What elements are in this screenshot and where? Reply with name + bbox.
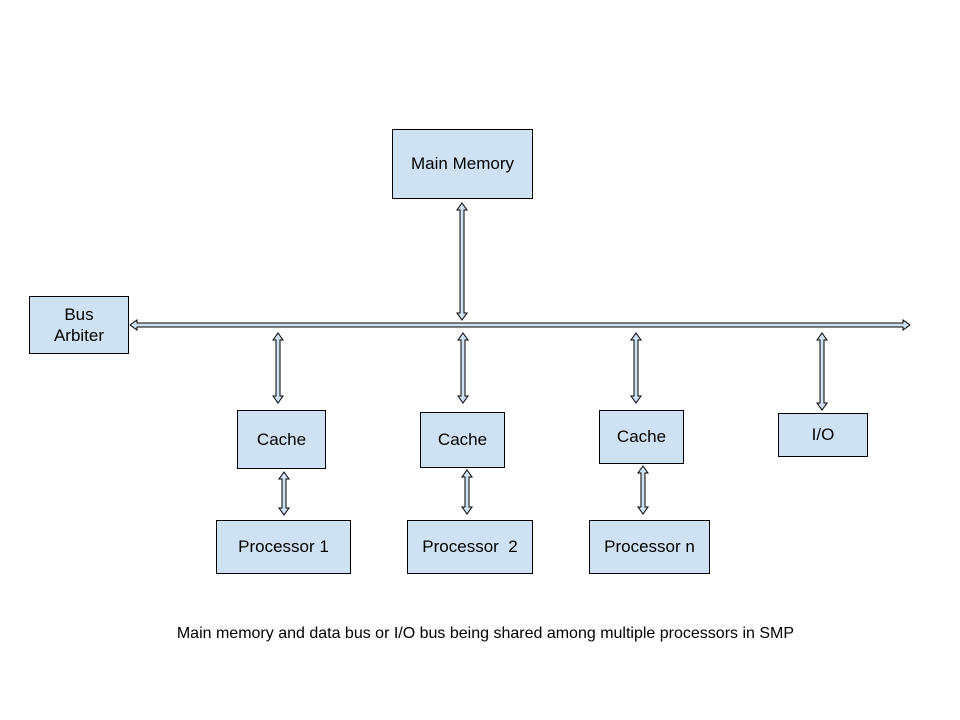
main-memory-box: Main Memory: [392, 129, 533, 199]
system-bus-arrow: [129, 319, 911, 331]
cache-1-label: Cache: [256, 429, 307, 449]
bus-arbiter-box: Bus Arbiter: [29, 296, 129, 354]
memory-bus-arrow: [456, 202, 468, 321]
bus-cache1-arrow: [272, 332, 284, 404]
cache-n-label: Cache: [616, 427, 667, 447]
processor-n-box: Processor n: [589, 520, 710, 574]
io-label: I/O: [811, 425, 835, 445]
cache2-processor2-arrow: [461, 469, 473, 515]
processor-1-label: Processor 1: [238, 537, 329, 557]
processor-2-box: Processor 2: [407, 520, 533, 574]
bus-arbiter-label: Bus Arbiter: [53, 304, 105, 345]
bus-io-arrow: [816, 332, 828, 411]
processor-n-label: Processor n: [604, 537, 695, 557]
caption-text: Main memory and data bus or I/O bus bein…: [176, 625, 795, 642]
cache1-processor1-arrow: [278, 471, 290, 516]
cache-2-label: Cache: [437, 430, 488, 450]
main-memory-label: Main Memory: [411, 154, 514, 174]
cache-2-box: Cache: [420, 412, 505, 468]
cache-1-box: Cache: [237, 410, 326, 469]
diagram-caption: Main memory and data bus or I/O bus bein…: [0, 607, 960, 643]
cachen-processorn-arrow: [637, 465, 649, 515]
processor-2-label: Processor 2: [422, 537, 518, 557]
bus-cachen-arrow: [630, 332, 642, 404]
processor-1-box: Processor 1: [216, 520, 351, 574]
bus-cache2-arrow: [457, 332, 469, 404]
cache-n-box: Cache: [599, 410, 684, 464]
io-box: I/O: [778, 413, 868, 457]
